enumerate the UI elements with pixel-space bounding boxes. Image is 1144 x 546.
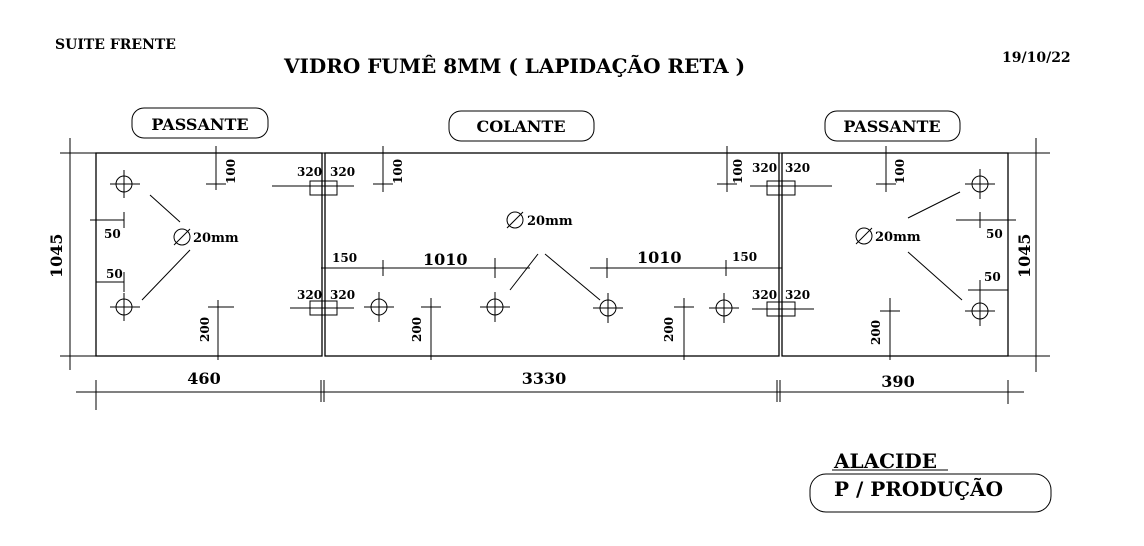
svg-text:50: 50 xyxy=(106,267,123,281)
svg-text:100: 100 xyxy=(731,159,745,184)
glass-panel-center xyxy=(324,152,780,357)
svg-text:PASSANTE: PASSANTE xyxy=(843,117,940,136)
svg-text:50: 50 xyxy=(986,227,1003,241)
company-name: ALACIDE xyxy=(833,449,937,473)
panel-label-right: PASSANTE xyxy=(824,110,961,142)
svg-text:P / PRODUÇÃO: P / PRODUÇÃO xyxy=(834,477,1003,501)
width-dimensions: 460 3330 390 xyxy=(76,369,1024,410)
width-left: 460 xyxy=(187,369,220,388)
svg-text:50: 50 xyxy=(984,270,1001,284)
right-panel-holes: 100 20mm 50 50 200 xyxy=(855,146,1016,360)
svg-text:320: 320 xyxy=(785,161,810,175)
svg-text:320: 320 xyxy=(330,288,355,302)
hole-diameter-right: 20mm xyxy=(875,230,921,245)
svg-text:100: 100 xyxy=(893,159,907,184)
right-hinge-marks: 320 320 320 320 xyxy=(750,161,832,317)
svg-text:200: 200 xyxy=(869,320,883,345)
glass-panel-left xyxy=(95,152,323,357)
client-label: SUITE FRENTE xyxy=(55,37,176,53)
svg-text:1010: 1010 xyxy=(637,248,682,267)
width-right: 390 xyxy=(881,372,914,391)
panel-label-center: COLANTE xyxy=(448,110,595,142)
svg-text:200: 200 xyxy=(198,317,212,342)
svg-text:COLANTE: COLANTE xyxy=(476,117,565,136)
svg-text:50: 50 xyxy=(104,227,121,241)
height-right: 1045 xyxy=(1015,233,1034,278)
height-left: 1045 xyxy=(47,233,66,278)
svg-text:PASSANTE: PASSANTE xyxy=(151,115,248,134)
svg-text:320: 320 xyxy=(297,165,322,179)
panel-label-left: PASSANTE xyxy=(131,107,269,139)
svg-text:150: 150 xyxy=(332,251,357,265)
drawing-title: VIDRO FUMÊ 8MM ( LAPIDAÇÃO RETA ) xyxy=(283,54,745,78)
svg-text:100: 100 xyxy=(391,159,405,184)
svg-text:150: 150 xyxy=(732,250,757,264)
width-center: 3330 xyxy=(522,369,567,388)
left-panel-holes: 20mm 100 50 50 200 xyxy=(90,146,239,360)
svg-text:320: 320 xyxy=(297,288,322,302)
svg-text:320: 320 xyxy=(785,288,810,302)
svg-text:320: 320 xyxy=(752,161,777,175)
drawing-date: 19/10/22 xyxy=(1002,50,1071,66)
hole-diameter-center: 20mm xyxy=(527,214,573,229)
production-note: P / PRODUÇÃO xyxy=(809,473,1052,513)
left-hinge-marks: 320 320 320 320 xyxy=(272,165,355,316)
center-panel-holes: 100 100 20mm 150 1010 1010 150 200 xyxy=(321,146,782,360)
corner-marks xyxy=(60,138,1050,372)
svg-text:320: 320 xyxy=(752,288,777,302)
hole-diameter-left: 20mm xyxy=(193,231,239,246)
glass-panel-right xyxy=(781,152,1009,357)
svg-text:100: 100 xyxy=(224,159,238,184)
svg-text:1010: 1010 xyxy=(423,250,468,269)
svg-text:320: 320 xyxy=(330,165,355,179)
svg-text:200: 200 xyxy=(662,317,676,342)
svg-text:200: 200 xyxy=(410,317,424,342)
